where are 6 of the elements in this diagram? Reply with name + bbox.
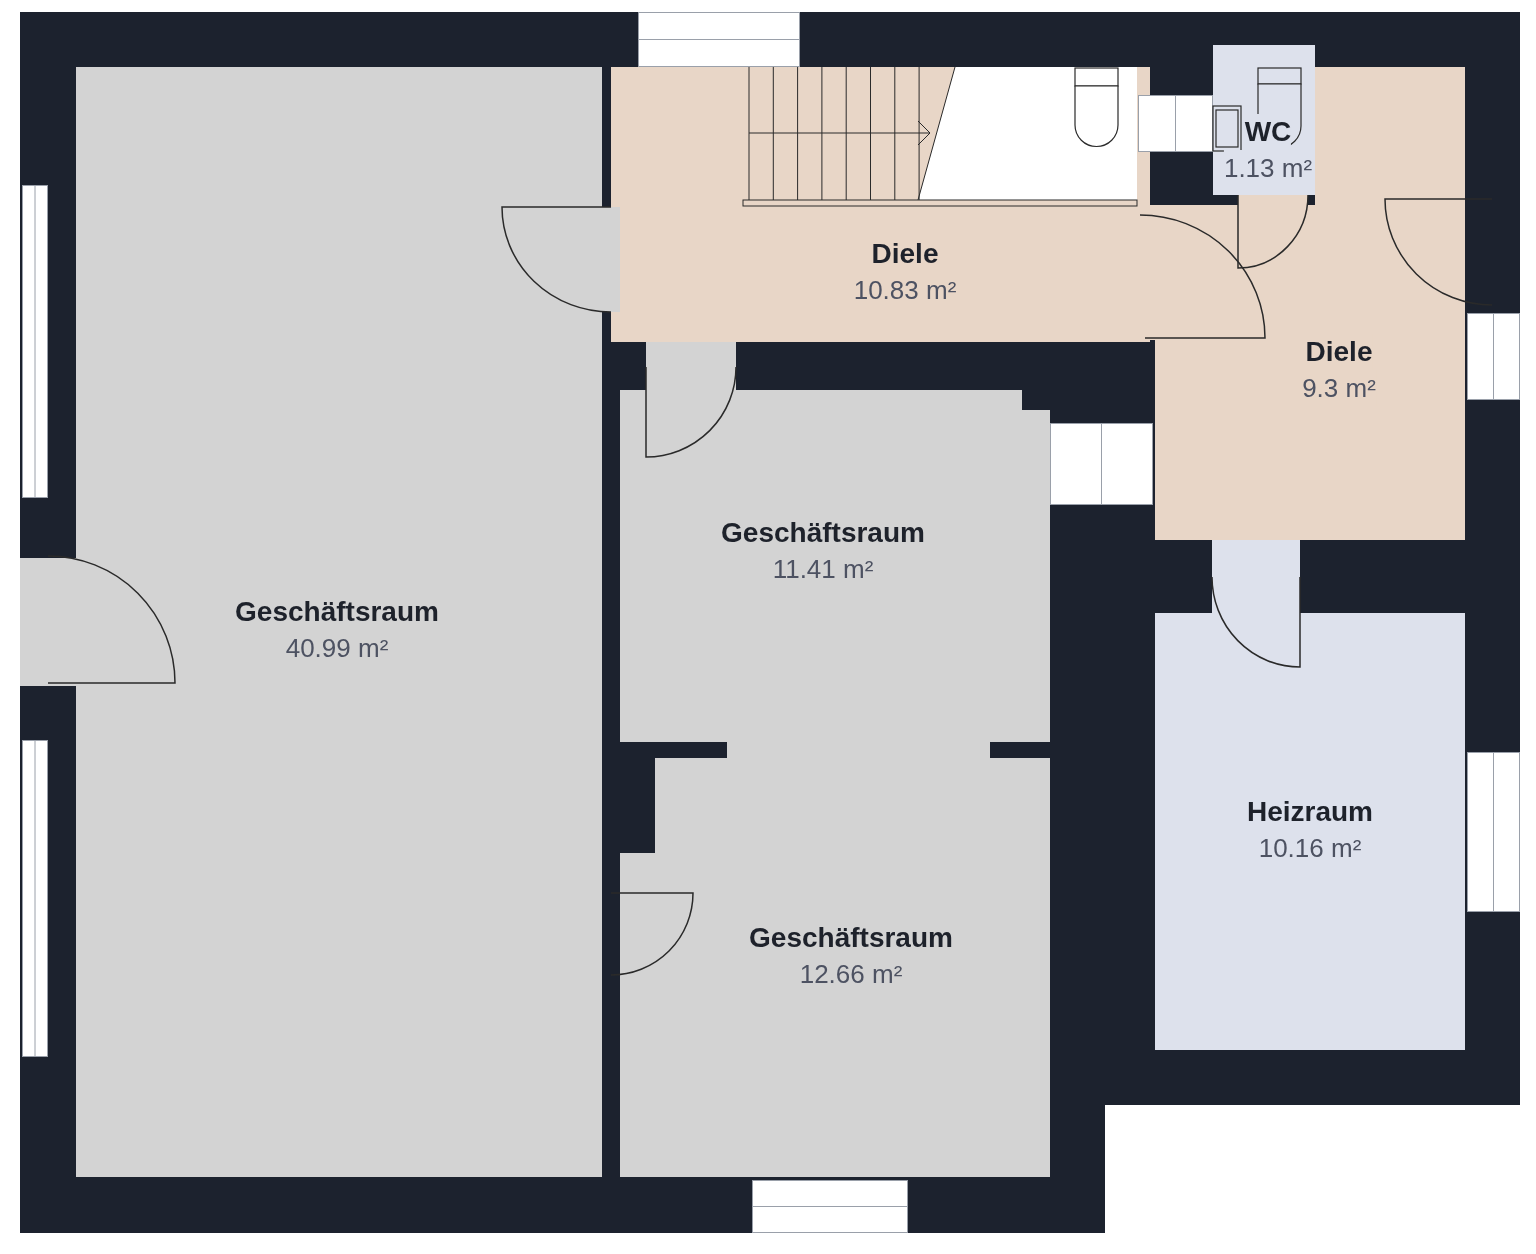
room-floor [1155,613,1465,1050]
room-floor [620,390,1050,758]
room-floor [1155,205,1465,540]
room-floor [76,67,602,1177]
room-name: WC [1244,114,1292,150]
room-floor [620,758,1050,1177]
